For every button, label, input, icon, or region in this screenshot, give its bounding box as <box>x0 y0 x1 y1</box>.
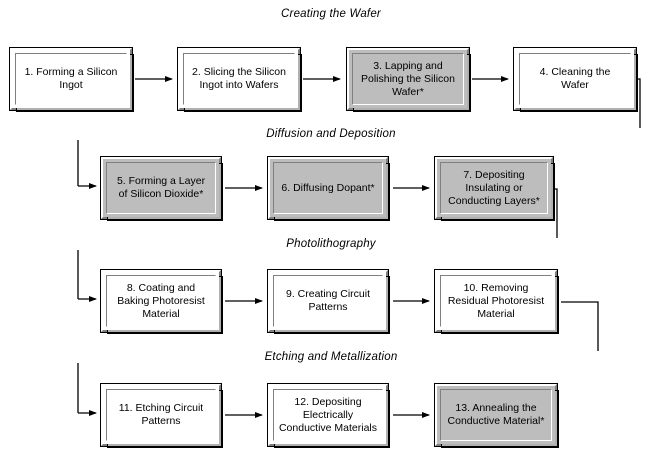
process-box-5-inner: 5. Forming a Layer of Silicon Dioxide* <box>106 162 216 214</box>
process-box-5[interactable]: 5. Forming a Layer of Silicon Dioxide* <box>100 156 223 221</box>
process-box-12-inner: 12. Depositing Electrically Conductive M… <box>273 389 383 441</box>
process-box-9[interactable]: 9. Creating Circuit Patterns <box>267 269 390 334</box>
section-label-text: Diffusion and Deposition <box>258 128 404 140</box>
process-box-7-label: 7. Depositing Insulating or Conducting L… <box>448 168 540 207</box>
process-box-4-inner: 4. Cleaning the Wafer <box>519 53 631 105</box>
process-box-7[interactable]: 7. Depositing Insulating or Conducting L… <box>434 156 555 221</box>
section-title-photolithography: Photolithography <box>0 238 650 250</box>
process-box-6[interactable]: 6. Diffusing Dopant* <box>267 156 390 221</box>
process-box-11[interactable]: 11. Etching Circuit Patterns <box>100 383 223 448</box>
process-box-9-inner: 9. Creating Circuit Patterns <box>273 275 383 327</box>
process-box-2[interactable]: 2. Slicing the Silicon Ingot into Wafers <box>177 47 302 112</box>
process-box-1-inner: 1. Forming a Silicon Ingot <box>15 53 127 105</box>
process-box-7-inner: 7. Depositing Insulating or Conducting L… <box>440 162 548 214</box>
section-title-etching-and-metallization: Etching and Metallization <box>0 351 650 363</box>
process-box-8[interactable]: 8. Coating and Baking Photoresist Materi… <box>100 269 223 334</box>
section-label-text: Etching and Metallization <box>256 351 406 363</box>
process-box-10-label: 10. Removing Residual Photoresist Materi… <box>447 281 545 320</box>
process-box-11-label: 11. Etching Circuit Patterns <box>118 402 204 427</box>
process-box-9-label: 9. Creating Circuit Patterns <box>285 288 371 313</box>
process-box-4-label: 4. Cleaning the Wafer <box>539 66 611 91</box>
process-box-13[interactable]: 13. Annealing the Conductive Material* <box>434 383 559 448</box>
process-box-3-label: 3. Lapping and Polishing the Silicon Waf… <box>361 59 455 98</box>
process-box-11-inner: 11. Etching Circuit Patterns <box>106 389 216 441</box>
process-box-5-label: 5. Forming a Layer of Silicon Dioxide* <box>116 175 206 200</box>
section-title-diffusion-and-deposition: Diffusion and Deposition <box>0 128 650 140</box>
process-box-2-inner: 2. Slicing the Silicon Ingot into Wafers <box>183 53 295 105</box>
section-label-text: Photolithography <box>278 238 384 250</box>
process-box-1-label: 1. Forming a Silicon Ingot <box>24 66 118 91</box>
section-title-creating-the-wafer: Creating the Wafer <box>281 8 381 20</box>
process-box-3-inner: 3. Lapping and Polishing the Silicon Waf… <box>352 53 464 105</box>
process-box-13-label: 13. Annealing the Conductive Material* <box>447 402 545 427</box>
process-box-3[interactable]: 3. Lapping and Polishing the Silicon Waf… <box>346 47 471 112</box>
process-box-10-inner: 10. Removing Residual Photoresist Materi… <box>440 275 552 327</box>
process-box-12[interactable]: 12. Depositing Electrically Conductive M… <box>267 383 390 448</box>
process-box-12-label: 12. Depositing Electrically Conductive M… <box>278 395 378 434</box>
process-box-2-label: 2. Slicing the Silicon Ingot into Wafers <box>192 66 286 91</box>
process-box-4[interactable]: 4. Cleaning the Wafer <box>513 47 638 112</box>
process-box-10[interactable]: 10. Removing Residual Photoresist Materi… <box>434 269 559 334</box>
process-box-13-inner: 13. Annealing the Conductive Material* <box>440 389 552 441</box>
process-box-1[interactable]: 1. Forming a Silicon Ingot <box>9 47 134 112</box>
process-box-6-label: 6. Diffusing Dopant* <box>281 181 375 194</box>
process-box-8-inner: 8. Coating and Baking Photoresist Materi… <box>106 275 216 327</box>
process-box-6-inner: 6. Diffusing Dopant* <box>273 162 383 214</box>
process-box-8-label: 8. Coating and Baking Photoresist Materi… <box>117 281 205 320</box>
